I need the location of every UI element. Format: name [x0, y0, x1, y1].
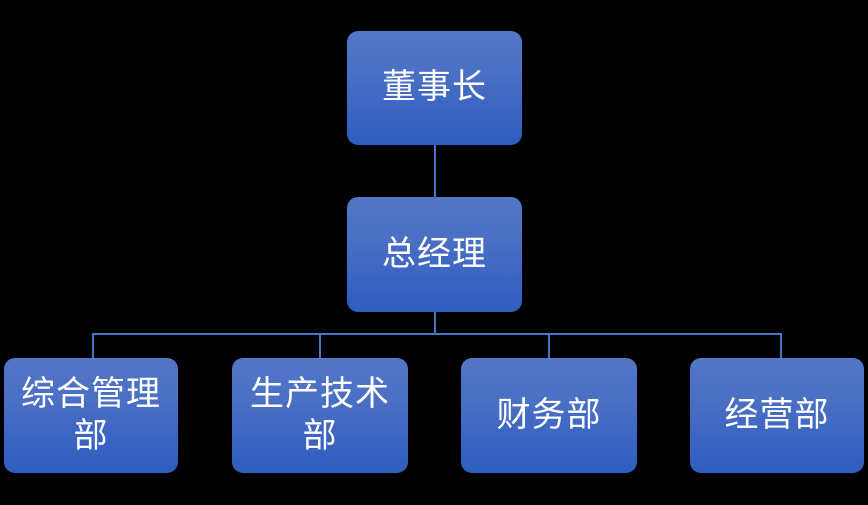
connector-drop-dept-3 — [780, 333, 782, 358]
org-node-dept-0[interactable]: 综合管理部 — [4, 358, 178, 473]
org-node-dept-3-label: 经营部 — [724, 395, 830, 434]
org-node-chairman[interactable]: 董事长 — [347, 31, 522, 145]
connector-general-manager-stem — [434, 312, 436, 335]
connector-chairman-to-general-manager — [434, 145, 436, 197]
org-node-general-manager[interactable]: 总经理 — [347, 197, 522, 312]
connector-department-bus — [92, 333, 782, 335]
org-node-dept-0-label: 综合管理部 — [21, 375, 161, 455]
org-node-dept-3[interactable]: 经营部 — [690, 358, 864, 473]
org-node-dept-2-label: 财务部 — [496, 395, 602, 434]
connector-drop-dept-2 — [548, 333, 550, 358]
org-node-chairman-label: 董事长 — [382, 68, 487, 107]
connector-drop-dept-0 — [92, 333, 94, 358]
org-node-dept-1[interactable]: 生产技术部 — [232, 358, 408, 473]
org-node-dept-2[interactable]: 财务部 — [461, 358, 637, 473]
org-node-general-manager-label: 总经理 — [382, 234, 487, 273]
org-node-dept-1-label: 生产技术部 — [250, 375, 390, 455]
connector-drop-dept-1 — [319, 333, 321, 358]
